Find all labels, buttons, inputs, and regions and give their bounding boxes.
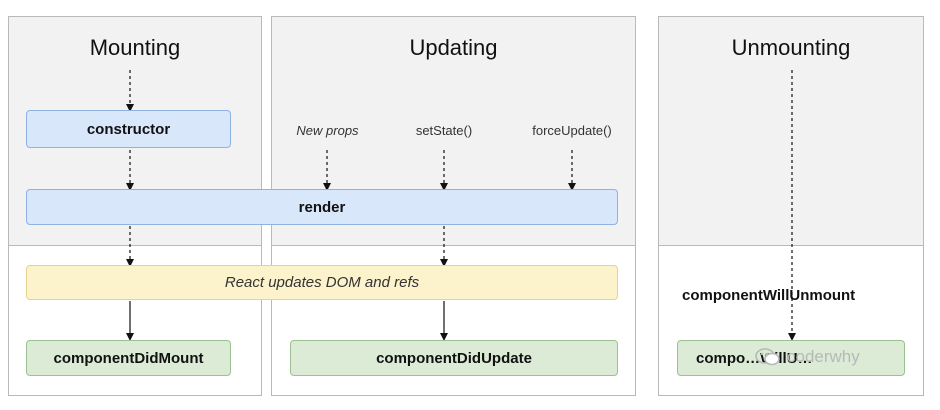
trigger-force-update: forceUpdate() bbox=[532, 123, 612, 138]
component-will-unmount-box: compo…WillU… bbox=[677, 340, 905, 376]
render-box: render bbox=[26, 189, 618, 225]
unmounting-render-phase-area bbox=[659, 17, 923, 245]
wechat-icon bbox=[755, 347, 781, 367]
watermark: coderwhy bbox=[755, 347, 860, 367]
constructor-box: constructor bbox=[26, 110, 231, 148]
component-will-unmount-box-label: compo…WillU… bbox=[696, 349, 813, 367]
component-did-update-box: componentDidUpdate bbox=[290, 340, 618, 376]
updating-phase-divider bbox=[272, 245, 635, 246]
trigger-new-props: New props bbox=[296, 123, 359, 138]
trigger-set-state: setState() bbox=[415, 123, 473, 138]
unmounting-title: Unmounting bbox=[731, 35, 851, 60]
mounting-phase-divider bbox=[9, 245, 261, 246]
unmounting-column: Unmounting bbox=[658, 16, 924, 396]
component-did-mount-box: componentDidMount bbox=[26, 340, 231, 376]
mounting-title: Mounting bbox=[89, 35, 181, 60]
updating-title: Updating bbox=[409, 35, 498, 60]
react-updates-dom-box: React updates DOM and refs bbox=[26, 265, 618, 300]
watermark-text: coderwhy bbox=[787, 347, 860, 366]
unmounting-phase-divider bbox=[659, 245, 923, 246]
component-will-unmount-label: componentWillUnmount bbox=[682, 287, 856, 304]
